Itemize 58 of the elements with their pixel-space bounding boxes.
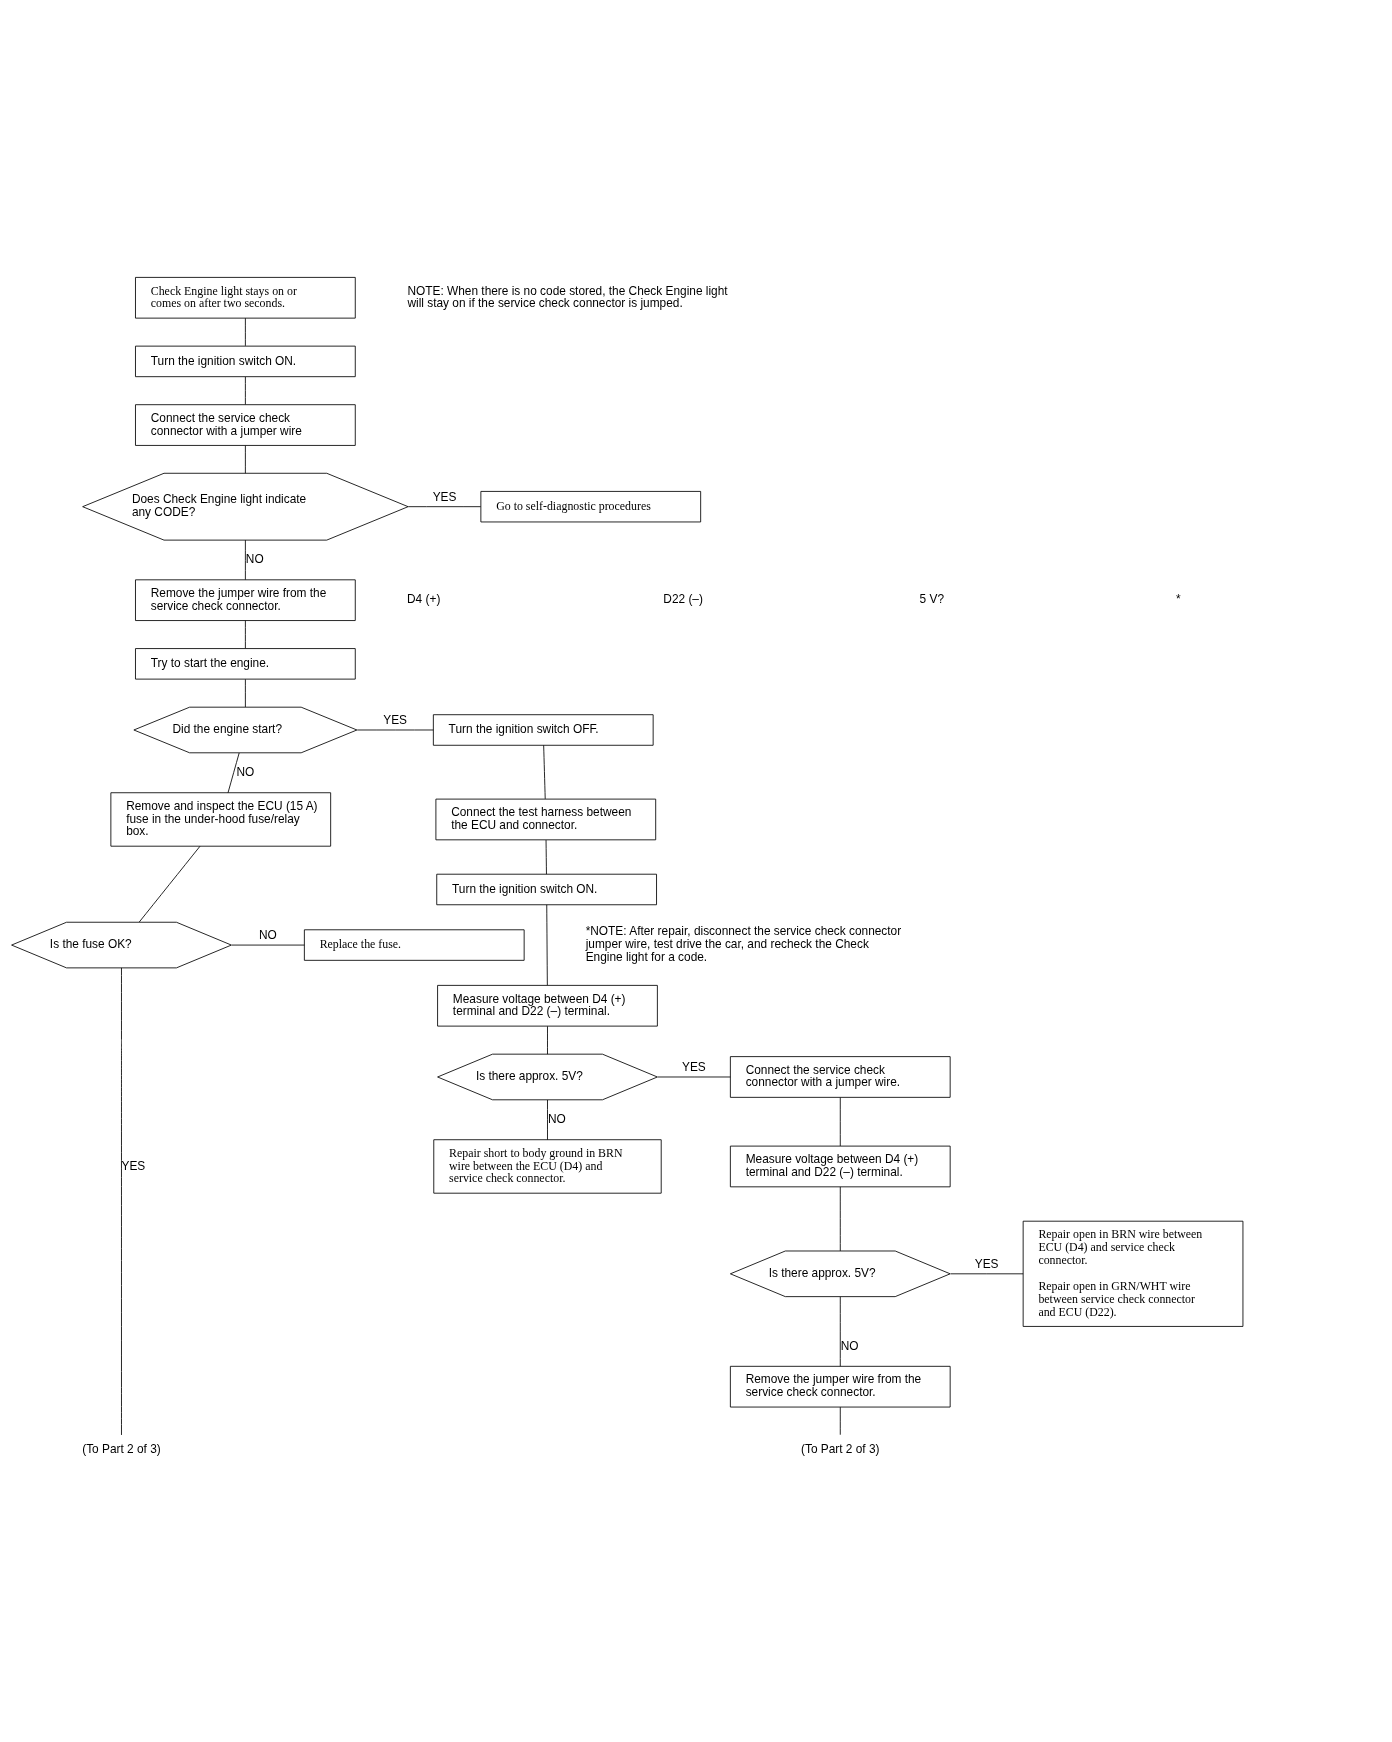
node-box: Measure voltage between D4 (+) terminal and D22 (–) terminal. — [437, 984, 658, 1027]
node-box: Repair open in BRN wire between ECU (D4) and service check connector. Repair open in GRN/WHT wire between service check connector and ECU (D22). — [1022, 1220, 1244, 1327]
connector — [950, 1272, 1024, 1274]
connector — [121, 966, 122, 1435]
edge-label: NO — [840, 1338, 859, 1353]
edge-label: YES — [682, 1059, 706, 1074]
edge-label: NO — [547, 1111, 566, 1126]
node-box: Turn the ignition switch ON. — [436, 873, 657, 905]
edge-label: NO — [258, 927, 277, 942]
node-box: Connect the service check connector with a jumper wire. — [729, 1055, 951, 1098]
label: 5 V? — [919, 591, 945, 606]
node-box: Remove and inspect the ECU (15 A) fuse in the under-hood fuse/relay box. — [110, 791, 332, 847]
connector — [839, 1186, 841, 1251]
node-box: Remove the jumper wire from the service check connector. — [135, 578, 356, 621]
node-box: Measure voltage between D4 (+) terminal and D22 (–) terminal. — [729, 1145, 951, 1187]
node-box: Replace the fuse. — [303, 928, 525, 961]
connector — [839, 1295, 841, 1367]
label: D22 (–) — [663, 591, 703, 606]
edge-label: YES — [383, 712, 408, 727]
connector — [244, 317, 246, 346]
connector — [231, 944, 305, 945]
node-box: Check Engine light stays on or comes on after two seconds. — [135, 276, 356, 319]
connector — [657, 1076, 731, 1077]
connector — [545, 839, 547, 875]
connector — [244, 539, 246, 580]
node-box: Repair short to body ground in BRN wire between the ECU (D4) and service check connector. — [433, 1138, 662, 1194]
connector — [138, 845, 201, 922]
node-box: Connect the test harness between the ECU and connector. — [435, 798, 657, 840]
node-box: Try to start the engine. — [135, 647, 356, 680]
connector — [839, 1406, 841, 1435]
label: D4 (+) — [407, 591, 441, 606]
connector — [244, 619, 246, 649]
edge-label: YES — [432, 489, 457, 504]
connector — [546, 903, 548, 986]
label: *NOTE: After repair, disconnect the service check connector jumper wire, test drive the car, and recheck the Check Engine light for a code. — [585, 923, 902, 964]
edge-label: YES — [121, 1158, 146, 1173]
edge-label: YES — [974, 1256, 999, 1271]
connector — [839, 1096, 841, 1146]
label: NOTE: When there is no code stored, the Check Engine light will stay on if the service check connector is jumped. — [407, 283, 728, 310]
connector — [244, 376, 246, 405]
node-box: Turn the ignition switch ON. — [135, 345, 356, 377]
connector — [547, 1025, 548, 1055]
connector — [244, 678, 246, 707]
connector — [407, 505, 482, 507]
node-text: (To Part 2 of 3) — [800, 1441, 880, 1456]
node-box: Connect the service check connector with a jumper wire — [135, 403, 356, 446]
connector — [547, 1099, 548, 1140]
connector — [227, 752, 240, 793]
node-text: (To Part 2 of 3) — [82, 1441, 161, 1456]
edge-label: NO — [245, 551, 264, 566]
connector — [543, 744, 546, 799]
edge-label: NO — [236, 764, 255, 779]
node-box: Turn the ignition switch OFF. — [432, 713, 654, 746]
connector — [244, 444, 246, 474]
label: * — [1175, 591, 1181, 606]
node-box: Remove the jumper wire from the service check connector. — [729, 1365, 951, 1407]
connector — [356, 729, 434, 730]
node-box: Go to self-diagnostic procedures — [480, 490, 702, 522]
